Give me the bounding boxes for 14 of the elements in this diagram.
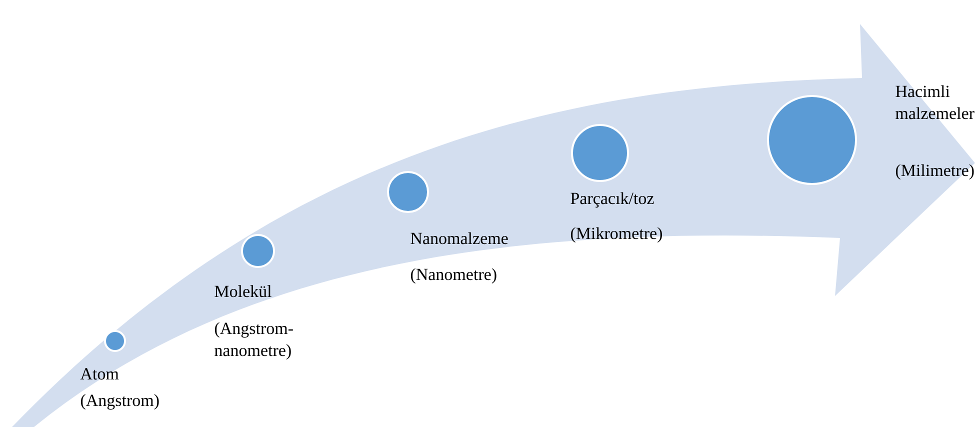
scale-label: Atom	[80, 368, 119, 380]
scale-label: (Mikrometre)	[570, 227, 662, 243]
scale-label: Nanomalzeme	[410, 232, 508, 244]
scale-label: Hacimli malzemeler	[896, 85, 974, 120]
scale-label: Molekül	[214, 285, 272, 298]
dot	[387, 170, 429, 213]
scale-label: (Angstrom)	[80, 394, 159, 410]
dot	[241, 234, 275, 268]
dot	[571, 124, 629, 182]
scale-label: (Nanometre)	[410, 268, 496, 284]
scale-label: Parçacık/toz	[570, 192, 654, 208]
scale-label: (Angstrom-nanometre)	[214, 322, 293, 360]
scale-label: (Milimetre)	[896, 164, 974, 180]
dot	[767, 95, 857, 185]
